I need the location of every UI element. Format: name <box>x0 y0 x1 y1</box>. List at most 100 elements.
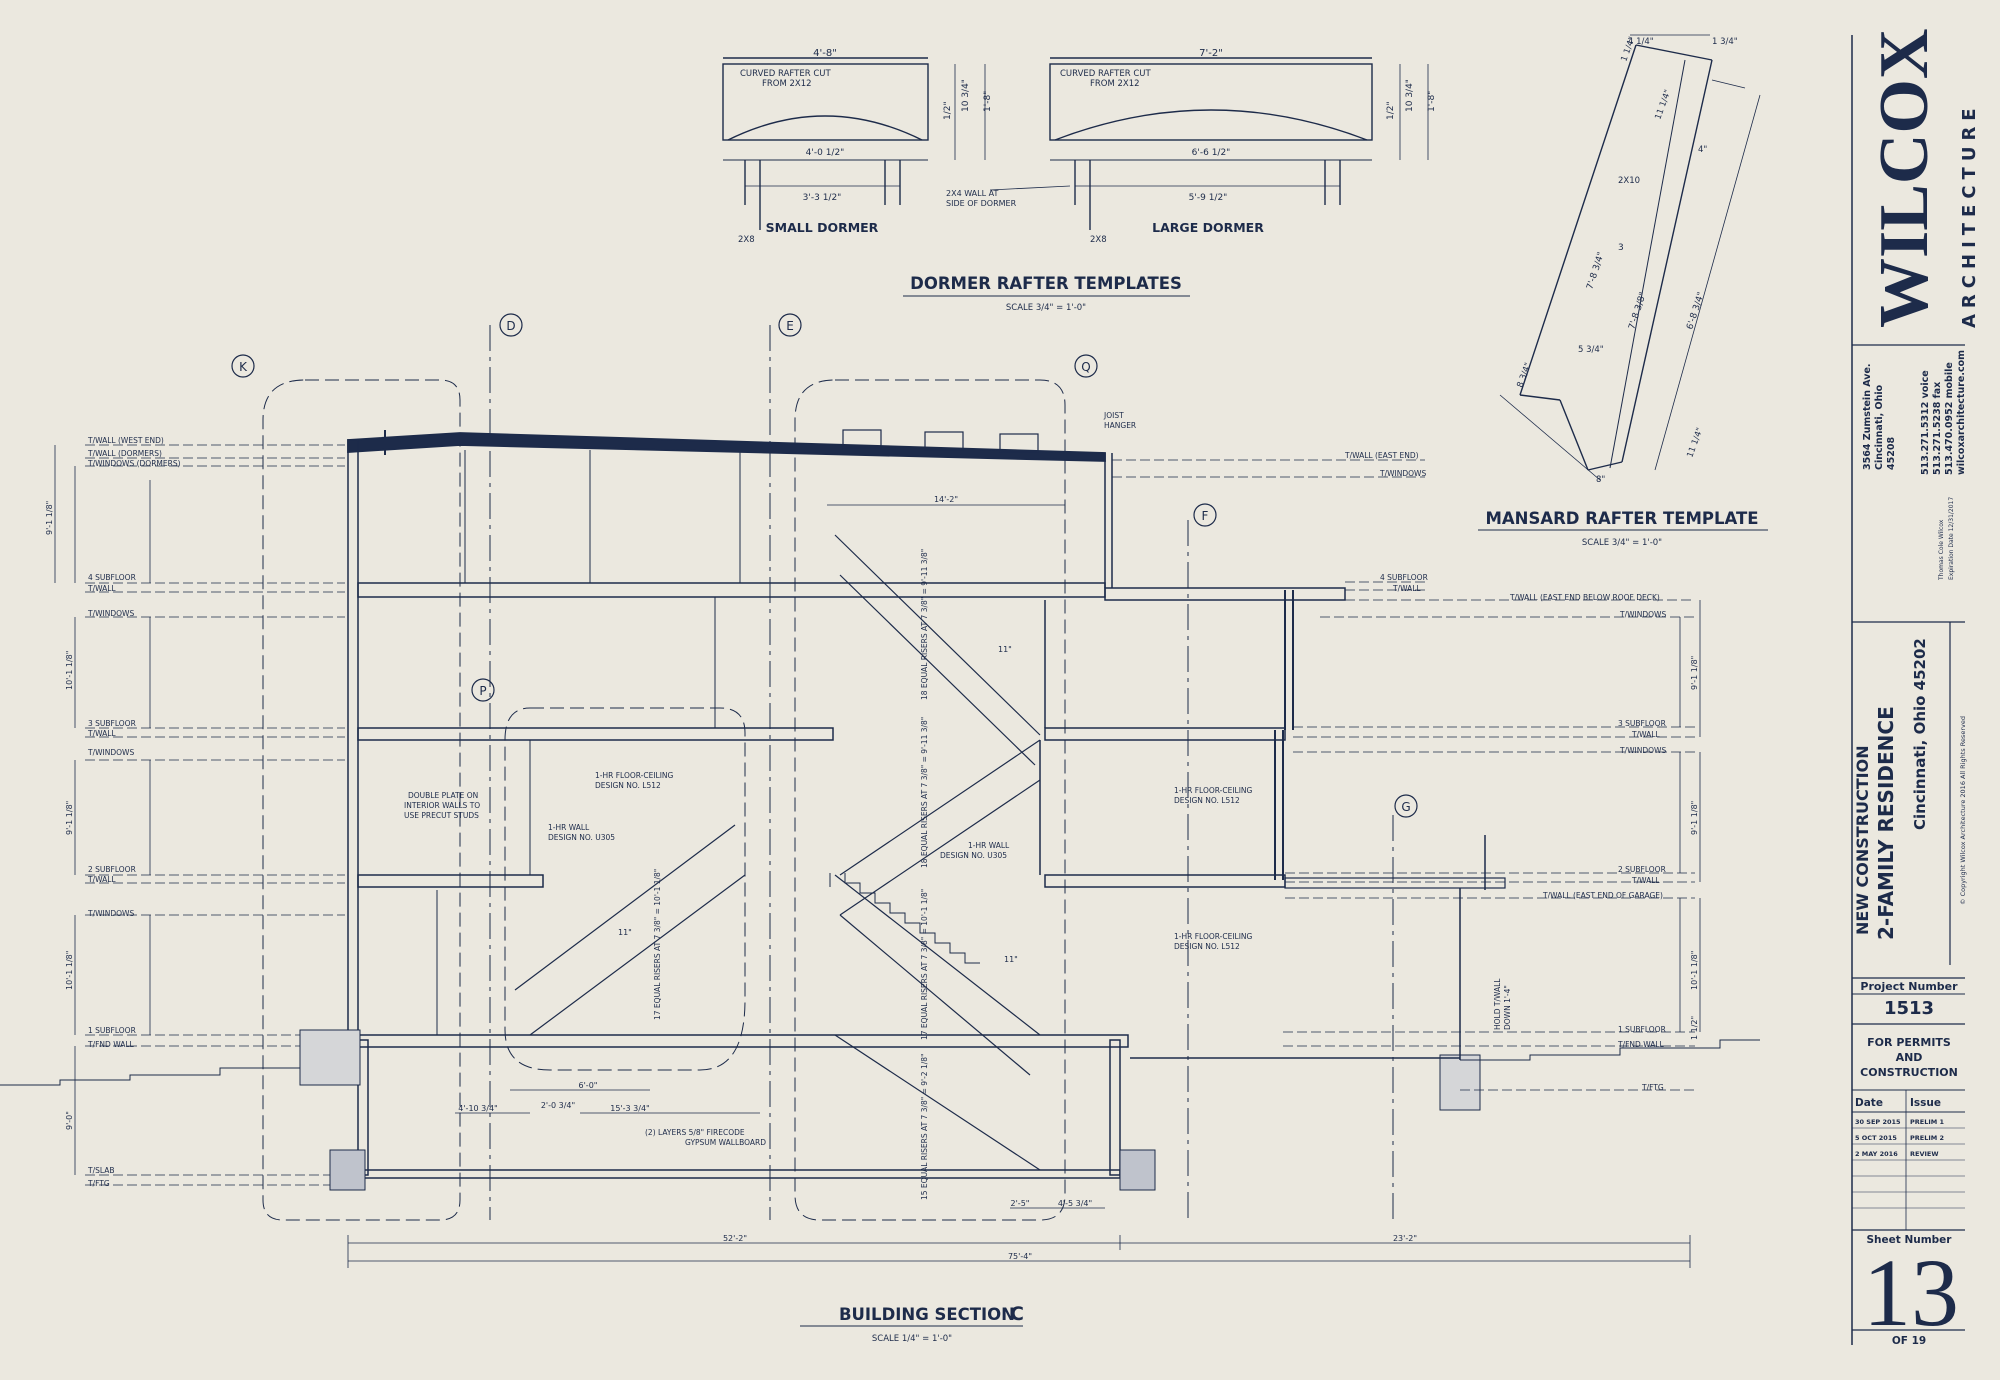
level-label-left: T/WINDOWS <box>87 909 134 918</box>
riser-label: 18 EQUAL RISERS AT 7 3/8" = 9'-11 3/8" <box>920 717 929 868</box>
issue-date: 30 SEP 2015 <box>1855 1118 1901 1126</box>
riser-label: 17 EQUAL RISERS AT 7 3/8" = 10'-1 1/8" <box>653 869 662 1020</box>
level-label-left: 3 SUBFLOOR <box>88 719 136 728</box>
mansard-dim-2: 1 3/4" <box>1712 37 1738 47</box>
svg-text:Q: Q <box>1081 360 1090 374</box>
small-dormer-h2: 1'-8" <box>983 91 993 112</box>
left-level-labels: T/WALL (WEST END) T/WALL (DORMERS) T/WIN… <box>87 436 181 1188</box>
dim-level-left: 9'-0" <box>65 1111 74 1130</box>
level-label-right: T/WALL <box>1631 876 1660 885</box>
mansard-dim-1: 4 1/4" <box>1628 37 1654 47</box>
purpose-line: AND <box>1896 1051 1923 1064</box>
floor-ceiling-note: DESIGN NO. L512 <box>1174 796 1240 805</box>
grid-bubble-g: G <box>1394 794 1418 818</box>
firm-subtitle: ARCHITECTURE <box>1959 102 1980 328</box>
dim-d4: 15'-3 3/4" <box>610 1104 649 1113</box>
project-location: Cincinnati, Ohio 45202 <box>1911 638 1929 830</box>
small-dormer-low-dim: 3'-3 1/2" <box>803 193 842 203</box>
phone-line: 513.470.0952 mobile <box>1944 362 1955 475</box>
wall-note: DESIGN NO. U305 <box>940 851 1007 860</box>
dim-d2: 2'-0 3/4" <box>541 1101 575 1110</box>
dim-bottom-left: 52'-2" <box>723 1234 747 1243</box>
mansard-dim-11: 11 1/4" <box>1685 426 1705 459</box>
mansard-dim-8: 6'-8 3/4" <box>1685 291 1706 331</box>
mansard-dim-10: 8 3/4" <box>1515 361 1533 389</box>
dim-d3: 6'-0" <box>579 1081 598 1090</box>
dim-tread: 11" <box>998 645 1012 654</box>
mansard-dim-9: 5 3/4" <box>1578 345 1604 355</box>
level-label-left: T/WALL <box>87 584 116 593</box>
mansard-dim-4: 11 1/4" <box>1653 88 1673 121</box>
section-title: BUILDING SECTION <box>839 1305 1015 1324</box>
large-dormer-low-dim: 5'-9 1/2" <box>1189 193 1228 203</box>
level-label-right: T/WINDOWS <box>1619 746 1666 755</box>
dim-stair-top: 14'-2" <box>934 495 958 504</box>
mansard-dim-12: 8" <box>1596 475 1605 485</box>
dim-level-left: 9'-1 1/8" <box>65 801 74 835</box>
sheet-number: 13 <box>1863 1239 1959 1346</box>
riser-label: 17 EQUAL RISERS AT 7 3/8" = 10'-1 1/8" <box>920 889 929 1040</box>
large-dormer-detail <box>989 57 1429 230</box>
floor-ceiling-note: 1-HR FLOOR-CEILING <box>1174 786 1253 795</box>
sheet-number-label: Sheet Number <box>1867 1234 1953 1246</box>
copyright-notice: © Copyright Wilcox Architecture 2016 All… <box>1959 716 1967 905</box>
dim-tread: 11" <box>618 928 632 937</box>
level-label-right: T/WALL <box>1631 730 1660 739</box>
level-label-right: 3 SUBFLOOR <box>1618 719 1666 728</box>
dim-level-left: 10'-1 1/8" <box>65 651 74 690</box>
issue-header-issue: Issue <box>1910 1097 1941 1109</box>
small-dormer-note-2: FROM 2X12 <box>762 79 812 89</box>
floor-ceiling-note: DESIGN NO. L512 <box>1174 942 1240 951</box>
small-dormer-member: 2X8 <box>738 235 755 245</box>
joist-note: HANGER <box>1104 421 1136 430</box>
wall-note: 1-HR WALL <box>968 841 1010 850</box>
level-label-left: T/WINDOWS <box>87 748 134 757</box>
wall-note: 1-HR WALL <box>548 823 590 832</box>
section-notes: JOIST HANGER DOUBLE PLATE ON INTERIOR WA… <box>404 411 1512 1147</box>
level-label-left: 1 SUBFLOOR <box>88 1026 136 1035</box>
large-dormer-label: LARGE DORMER <box>1152 220 1264 235</box>
address-line: 45208 <box>1886 437 1897 470</box>
svg-text:K: K <box>239 360 248 374</box>
dim-d6: 4'-5 3/4" <box>1058 1199 1092 1208</box>
grid-bubble-f: F <box>1193 503 1217 527</box>
grid-bubble-d: D <box>499 313 523 337</box>
level-label-left: 4 SUBFLOOR <box>88 573 136 582</box>
dim-d5: 2'-5" <box>1011 1199 1030 1208</box>
small-dormer-rise: 1/2" <box>943 101 953 120</box>
large-dormer-member: 2X8 <box>1090 235 1107 245</box>
level-label-right: 1 SUBFLOOR <box>1618 1025 1666 1034</box>
level-label-right: T/FND WALL <box>1617 1040 1665 1049</box>
level-label-left: T/FND WALL <box>87 1040 135 1049</box>
large-dormer-note-1: CURVED RAFTER CUT <box>1060 69 1151 79</box>
grid-bubble-e: E <box>778 313 802 337</box>
dim-level-left: 10'-1 1/8" <box>65 951 74 990</box>
mansard-template-scale: SCALE 3/4" = 1'-0" <box>1582 538 1662 548</box>
dim-level-right: 1 1/2" <box>1690 1016 1699 1040</box>
mansard-member: 2X10 <box>1618 176 1640 186</box>
mansard-dim-7: 7'-8 3/8" <box>1627 291 1648 331</box>
mansard-dim-13: 4" <box>1698 145 1707 155</box>
level-label-left: T/WINDOWS (DORMERS) <box>87 459 181 468</box>
title-block <box>1851 35 1965 1345</box>
project-title-line1: NEW CONSTRUCTION <box>1853 745 1872 935</box>
small-dormer-h1: 10 3/4" <box>961 79 971 112</box>
license-expiration: Expiration Date 12/31/2017 <box>1948 497 1955 580</box>
level-label-right: T/WALL (EAST END OF GARAGE) <box>1542 891 1663 900</box>
hold-note: HOLD T/WALL <box>1493 978 1502 1030</box>
small-dormer-detail <box>722 57 986 230</box>
issue-date: 2 MAY 2016 <box>1855 1150 1898 1158</box>
dim-tread: 11" <box>1004 955 1018 964</box>
phone-line: 513.271.5312 voice <box>1920 370 1931 475</box>
grid-bubble-q: Q <box>1074 354 1098 378</box>
mansard-dim-6: 7'-8 3/4" <box>1585 251 1606 291</box>
building-section <box>0 325 1760 1268</box>
dormer-templates-scale: SCALE 3/4" = 1'-0" <box>1006 303 1086 313</box>
floor-ceiling-note: DESIGN NO. L512 <box>595 781 661 790</box>
floor-ceiling-note: 1-HR FLOOR-CEILING <box>1174 932 1253 941</box>
riser-label: 18 EQUAL RISERS AT 7 3/8" = 9'-11 3/8" <box>920 549 929 700</box>
large-dormer-top-dim: 7'-2" <box>1199 48 1223 59</box>
mansard-rafter-detail <box>1499 34 1761 481</box>
dim-bottom-total: 75'-4" <box>1008 1252 1032 1261</box>
